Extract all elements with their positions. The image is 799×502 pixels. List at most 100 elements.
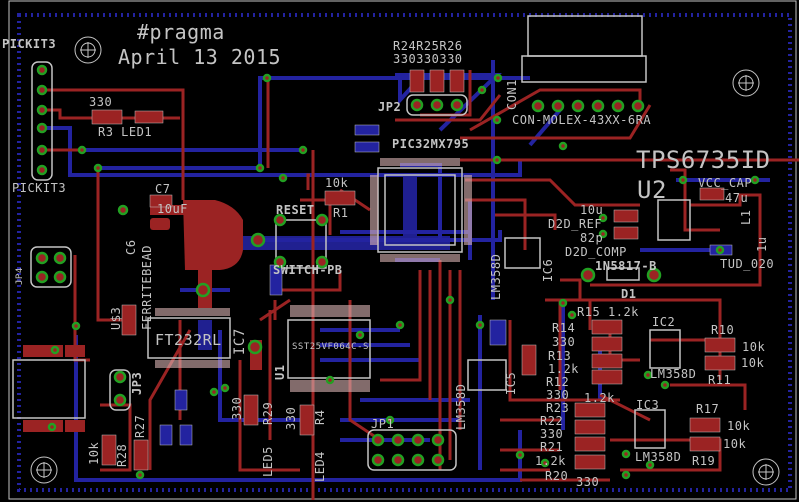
pickit3-label-bottom: PICKIT3 <box>12 181 67 195</box>
led4-label: LED4 <box>313 451 327 482</box>
d1-body <box>606 267 640 281</box>
switch-pb-label: SWITCH-PB <box>273 263 343 277</box>
cap-82p-label: 82p <box>580 231 604 245</box>
r28-value: 10k <box>87 441 101 465</box>
ic3-part-label: LM358D <box>635 450 682 464</box>
u1-label: U1 <box>273 364 287 380</box>
r12-label: R12 <box>546 375 570 389</box>
r28-label: R28 <box>115 443 129 467</box>
vias <box>35 64 760 480</box>
r22-value: 330 <box>540 427 564 441</box>
tud-label: TUD_020 <box>720 257 775 271</box>
r21-label: R21 <box>540 440 564 454</box>
molex-connector-body <box>527 15 643 57</box>
r11-label: R11 <box>708 373 732 387</box>
d2d-comp-label: D2D_COMP <box>565 245 627 259</box>
ic5-part-label: LM358D <box>454 383 468 430</box>
r17-value: 10k <box>727 419 751 433</box>
cap-47u-label: 47u <box>725 191 749 205</box>
c6-label: C6 <box>124 239 138 255</box>
top-copper-traces <box>42 70 799 500</box>
pickit3-header <box>31 61 53 181</box>
ic2-chip <box>649 329 681 369</box>
reset-switch <box>275 219 327 269</box>
r4-label: R4 <box>313 409 327 425</box>
l1-label: L1 <box>739 209 753 225</box>
r24-r26-values: 330330330 <box>393 52 463 66</box>
r14-value: 330 <box>552 335 576 349</box>
u2-label: U2 <box>637 176 667 204</box>
r19-value: 10k <box>723 437 747 451</box>
r4-value: 330 <box>284 406 298 430</box>
jp3-header <box>109 369 131 411</box>
r24-r26-label: R24R25R26 <box>393 39 463 53</box>
r15-label: R15 <box>577 305 601 319</box>
r3-led1-label: R3 LED1 <box>98 125 153 139</box>
diode-part-label: 1N5817-B <box>595 259 657 273</box>
jp2-header <box>406 94 468 116</box>
jp1-header <box>367 429 457 471</box>
sst-label: SST25VF064C-S <box>292 342 369 352</box>
r3-value: 330 <box>89 95 113 109</box>
ic5-chip <box>467 359 507 391</box>
r15-value: 1.2k <box>608 305 639 319</box>
pic32-label: PIC32MX795 <box>392 137 470 151</box>
ic6-part-label: LM358D <box>489 253 503 300</box>
r27-label: R27 <box>133 414 147 438</box>
tps-chip <box>657 199 691 241</box>
board-outline <box>8 0 797 500</box>
r13-value: 1.2k <box>548 362 579 376</box>
ic3-label: IC3 <box>636 398 660 412</box>
mounting-hole-icon <box>30 36 780 486</box>
d2d-ref-label: D2D_REF <box>548 217 603 231</box>
jp2-label: JP2 <box>378 100 402 114</box>
r23-value: 1.2k <box>584 391 615 405</box>
d1-label: D1 <box>621 287 637 301</box>
jp3-label: JP3 <box>130 371 144 395</box>
ft232-label: FT232RL <box>155 331 222 349</box>
r29-value: 330 <box>230 396 244 420</box>
smd-pads <box>91 69 736 471</box>
cap-1u-label: 1u <box>755 236 769 252</box>
jp4-label: JP4 <box>15 267 25 285</box>
r10-value: 10k <box>742 340 766 354</box>
r19-label: R19 <box>692 454 716 468</box>
r22-label: R22 <box>540 414 564 428</box>
r20-value: 330 <box>576 475 600 489</box>
board-date: April 13 2015 <box>118 45 282 69</box>
ic6-label: IC6 <box>541 258 555 282</box>
r1-value: 10k <box>325 176 349 190</box>
c7-label: C7 <box>155 182 171 196</box>
ft232rl-chip <box>147 317 231 359</box>
r20-label: R20 <box>545 469 569 483</box>
ferrite-label: FERRITEBEAD <box>140 245 154 330</box>
ic3-chip <box>634 409 666 449</box>
usb-connector <box>12 359 86 419</box>
ic7-label: IC7 <box>232 328 248 355</box>
led5-label: LED5 <box>261 446 275 477</box>
r11-value: 10k <box>741 356 765 370</box>
cap-10u-label: 10u <box>580 203 604 217</box>
pickit3-label-top: PICKIT3 <box>2 37 57 51</box>
ic2-part-label: LM358D <box>650 367 697 381</box>
reset-label: RESET <box>276 203 315 217</box>
ic6-chip <box>504 237 541 269</box>
con1-label: CON1 <box>505 79 519 110</box>
r21-value: 1.2k <box>535 454 566 468</box>
ground-border <box>17 13 792 492</box>
us3-label: U$3 <box>109 306 123 330</box>
board-title: #pragma <box>137 20 225 44</box>
vcc-cap-label: VCC_CAP <box>698 176 753 190</box>
r12-value: 330 <box>546 388 570 402</box>
ic2-label: IC2 <box>652 315 676 329</box>
r14-label: R14 <box>552 321 576 335</box>
c7-value: 10uF <box>157 202 188 216</box>
r10-label: R10 <box>711 323 735 337</box>
tps-label: TPS6735ID <box>636 146 771 174</box>
r17-label: R17 <box>696 402 720 416</box>
r29-label: R29 <box>261 401 275 425</box>
r23-label: R23 <box>546 401 570 415</box>
jp4-header <box>30 246 72 288</box>
